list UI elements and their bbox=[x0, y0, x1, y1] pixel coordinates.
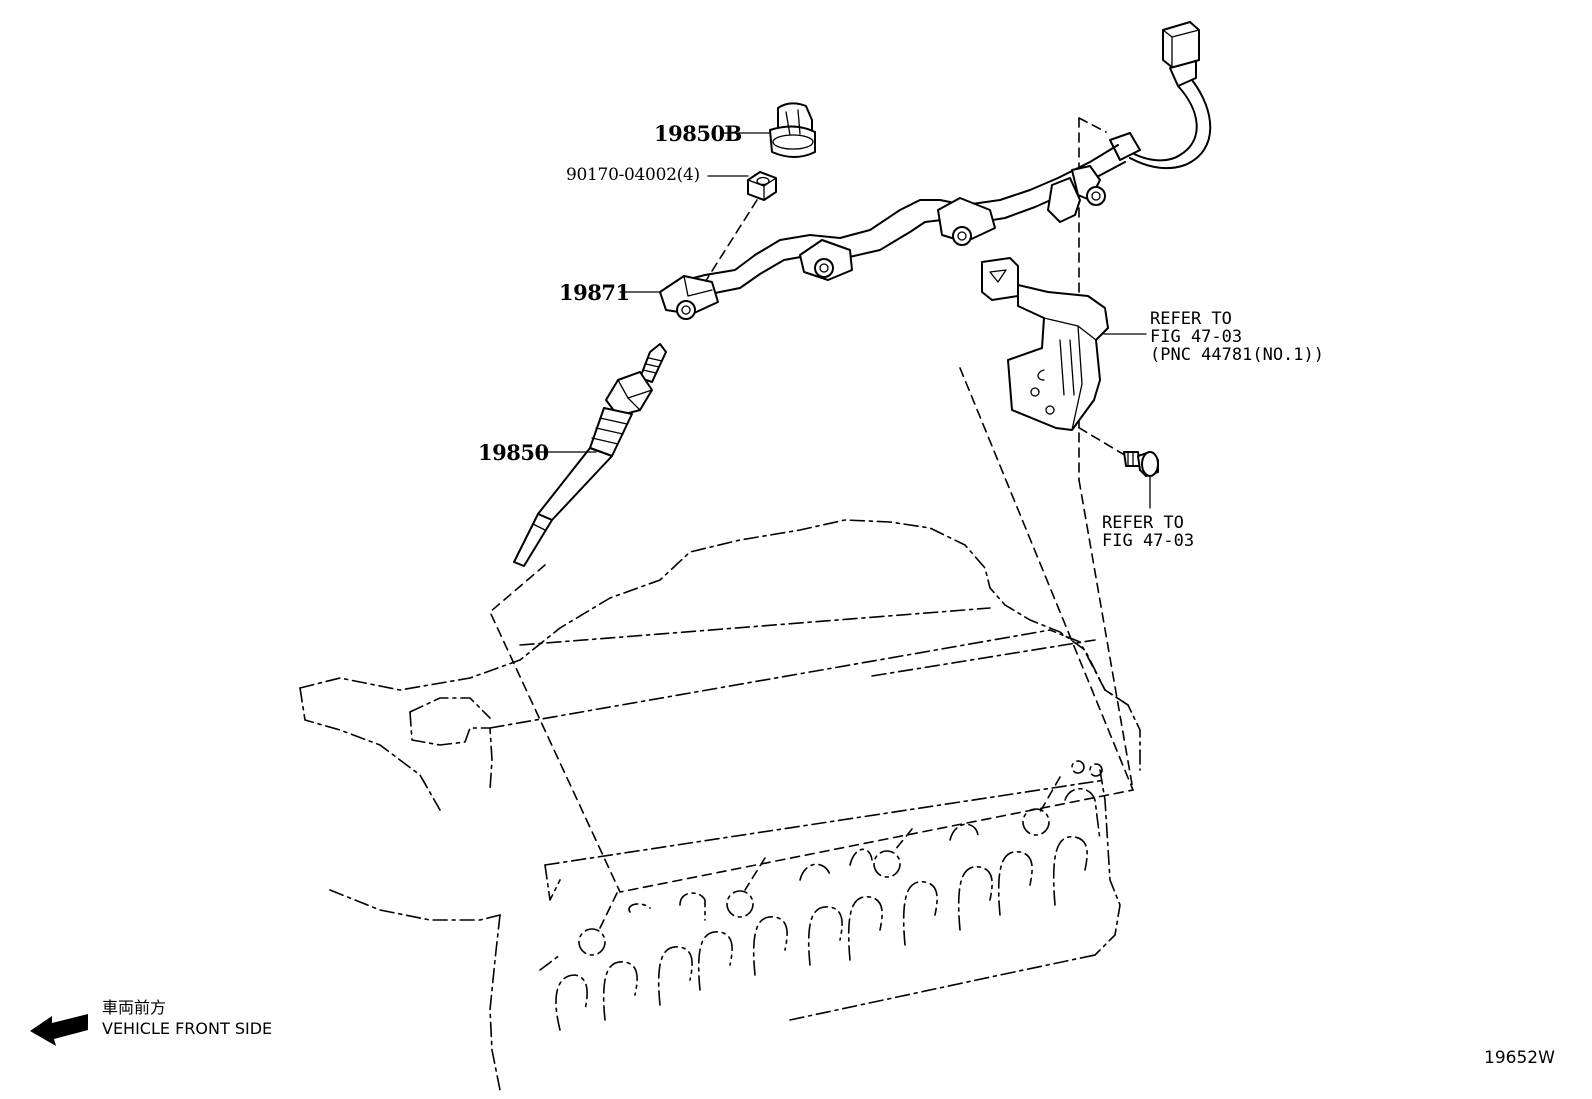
bracket-ref-line-3: (PNC 44781(NO.1)) bbox=[1150, 345, 1324, 365]
part-label-glow-plug-clamp[interactable]: 19850B bbox=[654, 121, 742, 146]
part-label-nut[interactable]: 90170-04002(4) bbox=[566, 165, 700, 185]
part-label-glow-plug-connector[interactable]: 19871 bbox=[559, 280, 630, 305]
bolt-reference-note: REFER TO FIG 47-03 bbox=[1102, 514, 1194, 550]
exploded-view-lines bbox=[489, 117, 1134, 929]
bolt-part bbox=[1123, 451, 1159, 477]
bracket-ref-line-1: REFER TO bbox=[1150, 309, 1232, 329]
glow-plug-clamp-part bbox=[769, 102, 816, 158]
glow-plug-part bbox=[513, 343, 667, 567]
head-ports bbox=[555, 760, 1103, 1031]
nut-part bbox=[747, 171, 777, 201]
glow-plug-connector-part bbox=[659, 21, 1212, 320]
bolt-ref-line-2[interactable]: FIG 47-03 bbox=[1102, 531, 1195, 551]
figure-id: 19652W bbox=[1484, 1048, 1555, 1068]
vehicle-front-caption-english: VEHICLE FRONT SIDE bbox=[102, 1019, 273, 1038]
bracket-part bbox=[981, 257, 1109, 431]
part-label-glow-plug[interactable]: 19850 bbox=[478, 440, 549, 465]
bracket-reference-note: REFER TO FIG 47-03 (PNC 44781(NO.1)) bbox=[1150, 310, 1324, 364]
bracket-ref-line-2[interactable]: FIG 47-03 bbox=[1150, 327, 1243, 347]
bolt-ref-line-1: REFER TO bbox=[1102, 513, 1184, 533]
label-leaders bbox=[539, 132, 1151, 509]
vehicle-front-arrow bbox=[30, 1014, 88, 1046]
engine-outline bbox=[299, 519, 1141, 1091]
vehicle-front-caption-japanese: 車両前方 bbox=[102, 998, 167, 1017]
